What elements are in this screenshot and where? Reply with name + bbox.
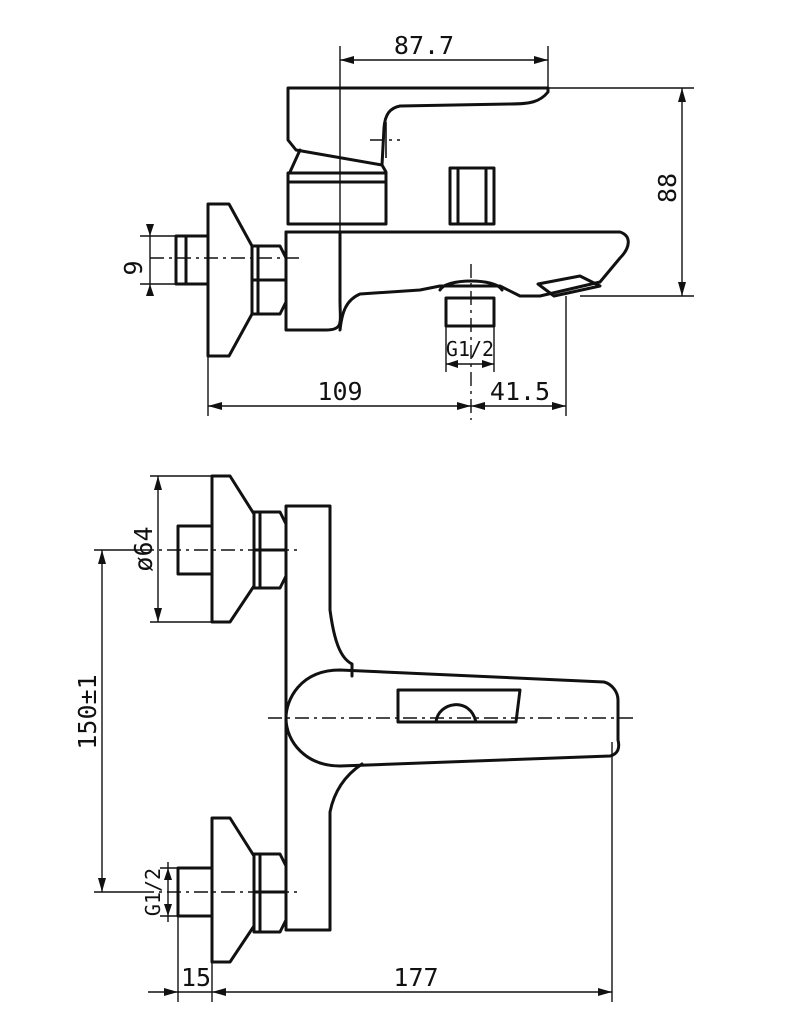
side-aerator <box>536 274 602 298</box>
side-handle-neck <box>288 148 388 174</box>
side-wall-flange <box>206 202 254 358</box>
front-view <box>140 474 636 964</box>
dim-center-distance: 150±1 <box>73 674 102 749</box>
dim-connector: 15 <box>181 963 211 992</box>
dim-pipe: 9 <box>119 260 148 275</box>
dim-thread-top: G1/2 <box>446 337 494 361</box>
front-lower-nut <box>252 852 288 934</box>
side-inlet-pipe <box>174 234 210 286</box>
front-view-dimensions: ø64 150±1 G1/2 15 177 <box>73 475 613 1002</box>
dim-height: 88 <box>653 173 682 203</box>
side-outlet <box>438 279 504 328</box>
front-lower-flange <box>210 816 256 964</box>
dim-flange-diameter: ø64 <box>129 526 158 571</box>
front-handle-slot <box>396 688 522 724</box>
side-hex-nut <box>250 244 288 316</box>
front-upper-inlet <box>176 524 214 576</box>
dim-depth: 109 <box>317 377 362 406</box>
dim-top-width: 87.7 <box>394 31 454 60</box>
side-view <box>150 86 630 420</box>
front-handle-pivot <box>434 703 478 724</box>
dim-thread-bottom: G1/2 <box>141 868 165 916</box>
side-view-dimensions: 87.7 88 9 G1/2 109 41.5 <box>119 31 694 416</box>
dim-spout-offset: 41.5 <box>490 377 550 406</box>
side-handle <box>286 86 550 167</box>
side-spout <box>284 230 630 332</box>
side-cartridge <box>286 171 388 226</box>
front-upper-flange <box>210 474 256 624</box>
front-handle-body <box>284 668 621 768</box>
side-body <box>284 230 342 332</box>
side-diverter-knob <box>448 166 496 226</box>
front-body-bar <box>284 504 364 932</box>
dim-total-length: 177 <box>393 963 438 992</box>
